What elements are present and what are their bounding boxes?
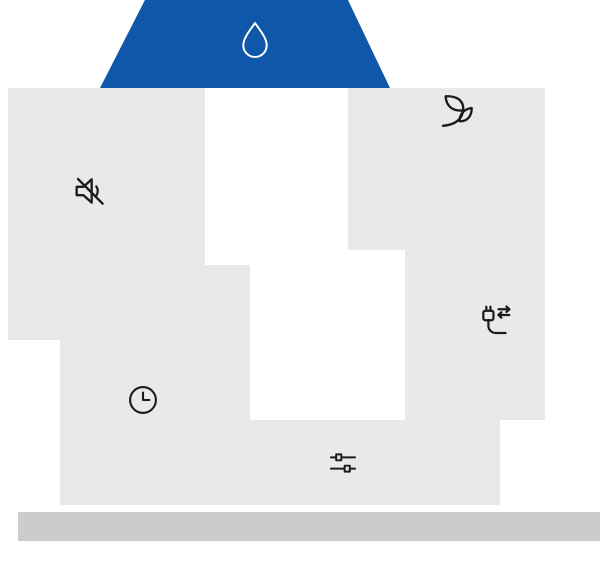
source-panel [405, 155, 545, 420]
clock-icon [129, 386, 157, 414]
timer-button[interactable] [125, 382, 161, 418]
settings-panel [205, 420, 500, 505]
eco-leaf-icon [441, 95, 473, 128]
source-button[interactable] [477, 302, 515, 340]
water-drop-button[interactable] [237, 20, 273, 64]
bottom-bar [18, 512, 600, 541]
eco-button[interactable] [437, 91, 477, 131]
mute-button[interactable] [70, 171, 110, 211]
settings-button[interactable] [326, 446, 360, 480]
header-tab[interactable] [100, 0, 390, 88]
sliders-icon [329, 453, 357, 473]
source-swap-icon [482, 305, 511, 335]
speaker-mute-icon [75, 177, 104, 205]
water-drop-icon [242, 22, 268, 58]
